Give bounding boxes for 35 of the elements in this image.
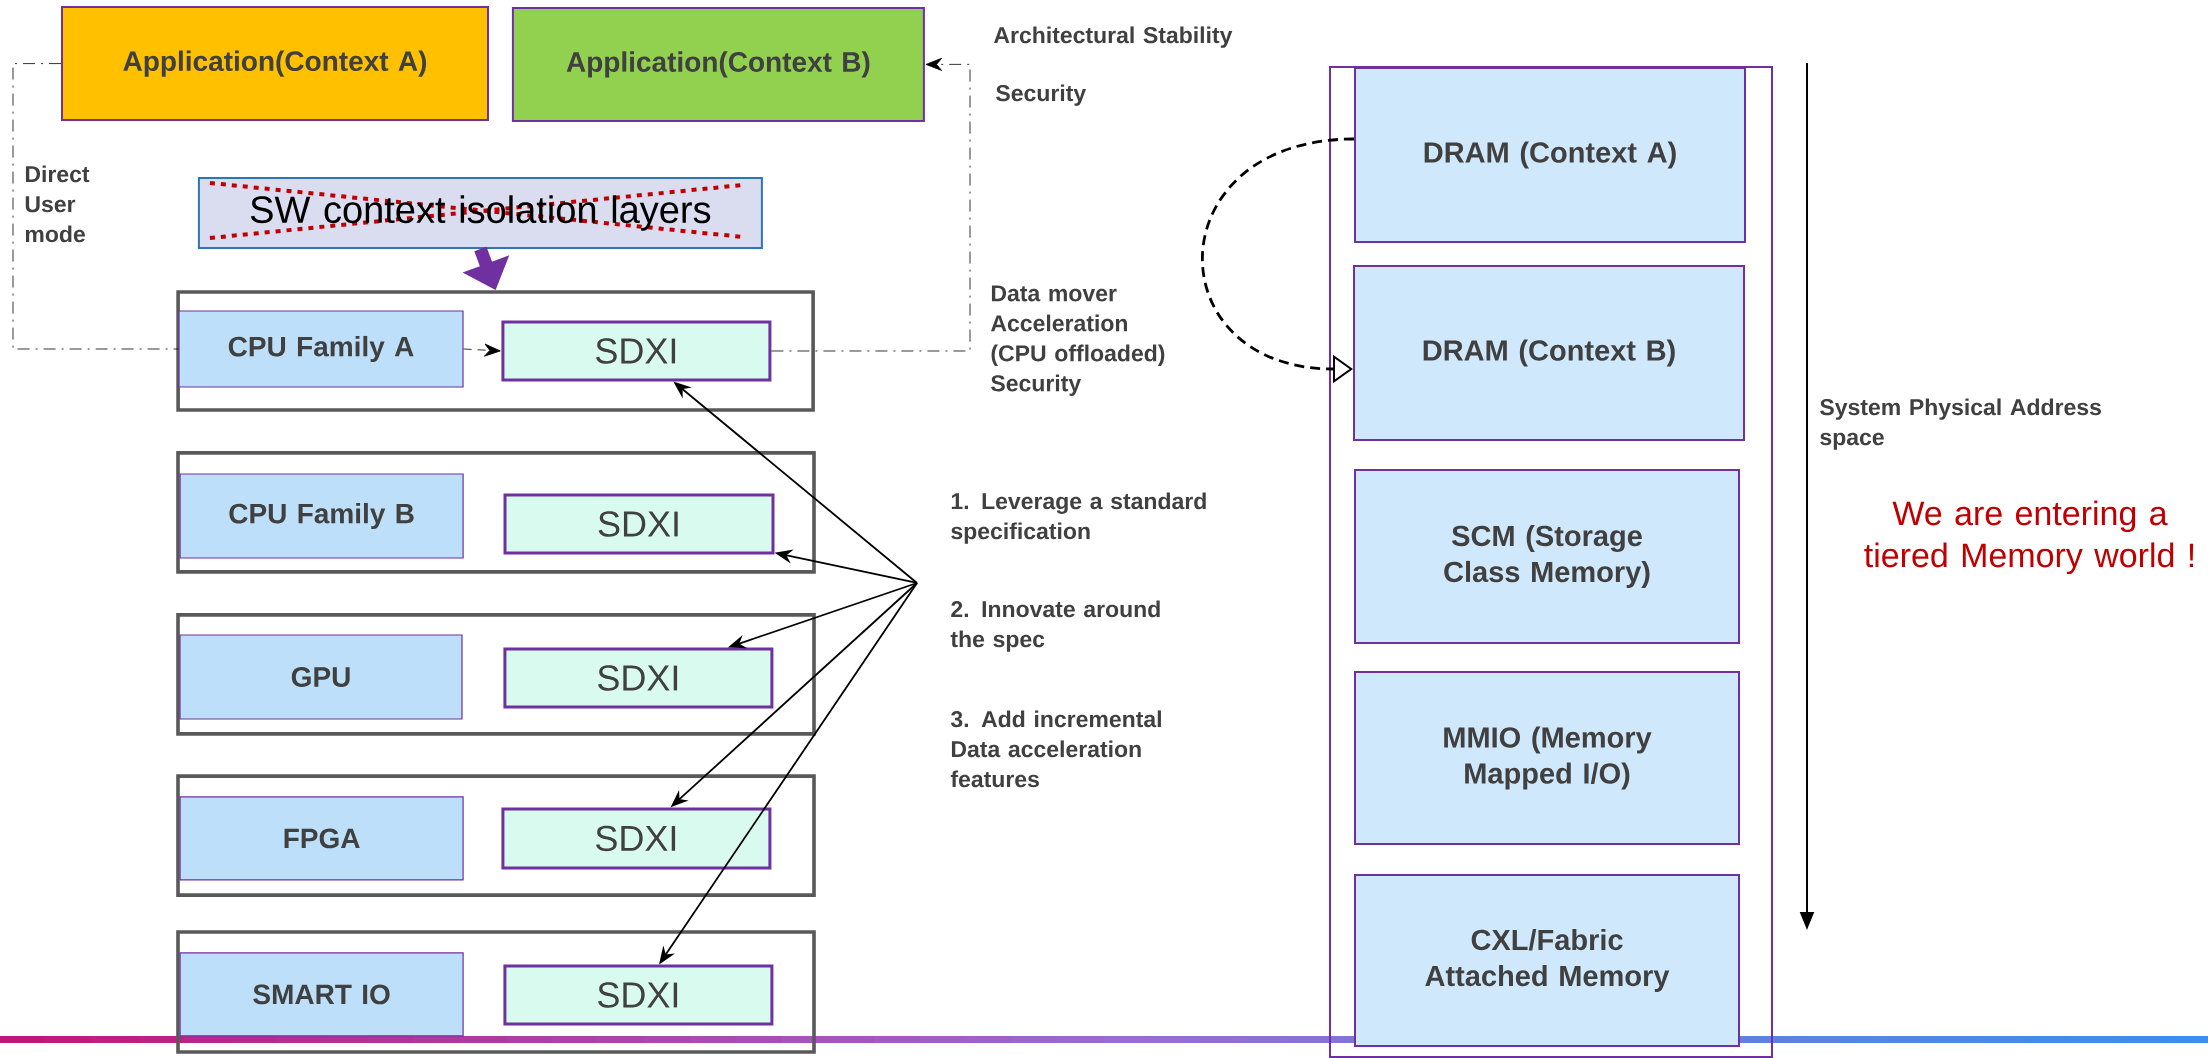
sdxi-box: SDXI [501, 320, 772, 382]
sdxi-box: SDXI [503, 964, 774, 1026]
device-frame [176, 613, 816, 736]
device-box: GPU [179, 634, 463, 720]
benefit-note: Security [996, 84, 1087, 106]
arrow [463, 343, 501, 357]
connector-line [12, 63, 179, 350]
sdxi-box: SDXI [501, 807, 772, 870]
device-frame [176, 451, 816, 574]
device-box: CPU Family A [178, 310, 464, 388]
benefit-note: Architectural Stability [993, 26, 1233, 48]
device-frame [176, 930, 816, 1054]
sdxi-box: SDXI [503, 493, 775, 555]
arrow [771, 57, 971, 352]
memory-box: SCM (Storage Class Memory) [1354, 468, 1740, 644]
highlight-note: We are entering a tiered Memory world ! [1864, 500, 2194, 575]
memory-box: CXL/Fabric Attached Memory [1354, 873, 1740, 1047]
app-box: Application(Context B) [511, 6, 925, 122]
list-item: 2. Innovate around the spec [950, 600, 1160, 652]
memory-box: DRAM (Context A) [1354, 67, 1746, 243]
device-box: SMART IO [179, 952, 464, 1037]
device-box: FPGA [179, 796, 464, 881]
memory-box: DRAM (Context B) [1353, 265, 1745, 441]
list-item: 1. Leverage a standard specification [951, 492, 1206, 544]
side-note: Direct User mode [25, 165, 90, 243]
axis-caption: System Physical Address space [1820, 398, 2101, 450]
memory-column [1329, 66, 1773, 1058]
device-frame [176, 774, 816, 897]
sdxi-box: SDXI [503, 647, 774, 709]
device-frame [176, 290, 815, 412]
list-item: 3. Add incremental Data acceleration features [950, 710, 1161, 788]
app-box: Application(Context A) [61, 6, 489, 122]
device-box: CPU Family B [179, 473, 464, 559]
memory-box: MMIO (Memory Mapped I/O) [1354, 671, 1740, 845]
benefit-note: Data mover Acceleration (CPU offloaded) Security [990, 285, 1165, 396]
